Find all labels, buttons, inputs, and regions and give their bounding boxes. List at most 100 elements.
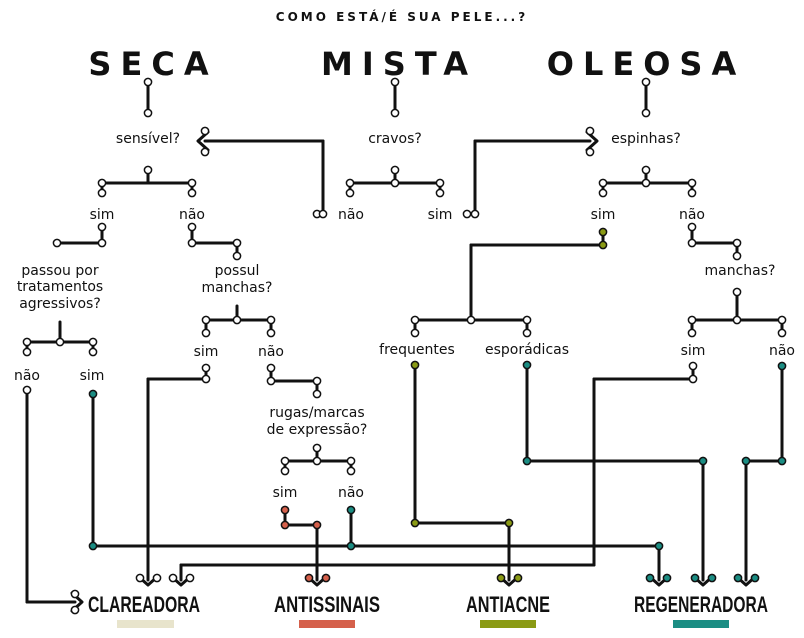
connector-node xyxy=(687,188,697,198)
connector-node xyxy=(266,363,276,373)
connector-node xyxy=(266,315,276,325)
connector-node xyxy=(732,287,742,297)
connector-node xyxy=(410,518,420,528)
answer-nao: não xyxy=(179,207,205,223)
connector-node xyxy=(168,573,178,583)
connector-node xyxy=(410,360,420,370)
connector-node xyxy=(641,77,651,87)
connector-node xyxy=(346,466,356,476)
connector-node xyxy=(688,374,698,384)
connector-node xyxy=(280,456,290,466)
connector-node xyxy=(522,360,532,370)
connector-node xyxy=(777,315,787,325)
connector-node xyxy=(462,209,472,219)
connector-node xyxy=(345,188,355,198)
connector-node xyxy=(280,520,290,530)
connector-node xyxy=(470,209,480,219)
connector-node xyxy=(522,456,532,466)
connector-nodes xyxy=(22,77,787,615)
connector-node xyxy=(598,188,608,198)
connector-node xyxy=(312,389,322,399)
result-antiacne: ANTIACNE xyxy=(466,592,550,617)
connector-node xyxy=(97,188,107,198)
connector-node xyxy=(598,178,608,188)
connector-node xyxy=(732,251,742,261)
connector-node xyxy=(152,573,162,583)
connector-node xyxy=(22,385,32,395)
connector-node xyxy=(585,147,595,157)
connector-node xyxy=(232,315,242,325)
answer-sim: sim xyxy=(681,343,706,359)
answer-nao: não xyxy=(338,485,364,501)
connector-node xyxy=(641,165,651,175)
connector-node xyxy=(732,238,742,248)
connector-node xyxy=(97,178,107,188)
connector-node xyxy=(70,589,80,599)
question-manchas-seca-line-1: possul xyxy=(215,263,260,279)
connector-node xyxy=(641,178,651,188)
category-seca: SECA xyxy=(88,45,217,83)
connector-node xyxy=(88,389,98,399)
connector-node xyxy=(97,222,107,232)
connector-node xyxy=(777,361,787,371)
connector-node xyxy=(522,315,532,325)
answer-sim: sim xyxy=(194,344,219,360)
connector-node xyxy=(777,328,787,338)
connector-node xyxy=(232,238,242,248)
connector-node xyxy=(88,541,98,551)
category-oleosa: OLEOSA xyxy=(547,45,745,83)
connector-node xyxy=(266,328,276,338)
connector-node xyxy=(88,337,98,347)
connector-node xyxy=(346,456,356,466)
connector-node xyxy=(698,456,708,466)
connector-node xyxy=(690,573,700,583)
connector-node xyxy=(22,347,32,357)
connector-node xyxy=(232,251,242,261)
connector-node xyxy=(513,573,523,583)
connector-node xyxy=(750,573,760,583)
connector-node xyxy=(280,466,290,476)
connector-node xyxy=(200,126,210,136)
answer-nao: não xyxy=(258,344,284,360)
connector-node xyxy=(654,541,664,551)
result-regeneradora: REGENERADORA xyxy=(634,592,768,617)
connector-node xyxy=(687,328,697,338)
connector-node xyxy=(466,315,476,325)
question-tratamentos-line-1: passou por xyxy=(21,263,98,279)
connector-node xyxy=(143,108,153,118)
connector-node xyxy=(312,520,322,530)
connector-node xyxy=(88,347,98,357)
connector-node xyxy=(280,505,290,515)
connector-node xyxy=(598,240,608,250)
connector-node xyxy=(321,573,331,583)
answer-nao: não xyxy=(338,207,364,223)
answer-esporadicas: esporádicas xyxy=(485,342,569,358)
connector-node xyxy=(522,328,532,338)
question-manchas-seca-line-2: manchas? xyxy=(202,280,273,296)
connector-node xyxy=(687,222,697,232)
connector-node xyxy=(504,518,514,528)
connector-node xyxy=(687,315,697,325)
connector-node xyxy=(733,573,743,583)
answer-frequentes: frequentes xyxy=(379,342,455,358)
answer-nao: não xyxy=(679,207,705,223)
question-rugas-line-2: de expressão? xyxy=(267,422,368,438)
connector-node xyxy=(598,227,608,237)
answer-nao: não xyxy=(14,368,40,384)
connector-node xyxy=(585,126,595,136)
connector-node xyxy=(345,178,355,188)
answer-sim: sim xyxy=(428,207,453,223)
connector-node xyxy=(266,376,276,386)
answer-sim: sim xyxy=(273,485,298,501)
connector-node xyxy=(662,573,672,583)
result-clareadora: CLAREADORA xyxy=(88,592,200,617)
connector-node xyxy=(143,77,153,87)
connector-node xyxy=(200,147,210,157)
category-mista: MISTA xyxy=(321,45,477,83)
connector-node xyxy=(435,188,445,198)
connector-node xyxy=(187,238,197,248)
answer-sim: sim xyxy=(90,207,115,223)
connector-node xyxy=(70,605,80,615)
connector-node xyxy=(687,178,697,188)
connector-node xyxy=(435,178,445,188)
